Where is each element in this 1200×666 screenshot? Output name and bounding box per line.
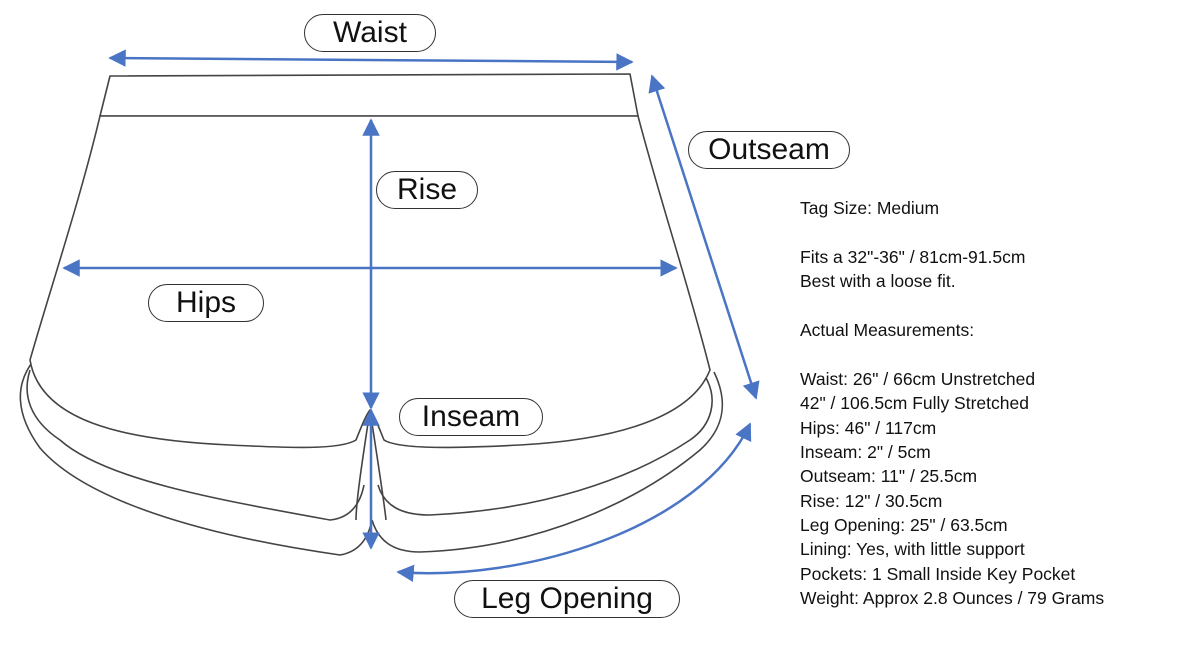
spec-list: Tag Size: Medium Fits a 32"-36" / 81cm-9… — [800, 196, 1190, 611]
measurement-arrows — [62, 49, 760, 582]
outseam-arrow — [648, 74, 760, 400]
spec-inseam: Inseam: 2" / 5cm — [800, 441, 931, 462]
waist-label: Waist — [304, 14, 436, 52]
outseam-label: Outseam — [688, 131, 850, 169]
inseam-label: Inseam — [399, 398, 543, 436]
spec-lining: Lining: Yes, with little support — [800, 539, 1025, 560]
spec-weight: Weight: Approx 2.8 Ounces / 79 Grams — [800, 588, 1105, 609]
spec-rise: Rise: 12" / 30.5cm — [800, 490, 943, 511]
waistband — [99, 73, 639, 117]
spec-hips: Hips: 46" / 117cm — [800, 417, 937, 438]
rise-label: Rise — [376, 171, 478, 209]
spacer — [800, 294, 1190, 318]
spacer — [800, 220, 1190, 244]
leg-opening-label: Leg Opening — [454, 580, 680, 618]
spec-leg-opening: Leg Opening: 25" / 63.5cm — [800, 515, 1008, 536]
waist-arrow — [108, 49, 634, 71]
actual-measurements-header: Actual Measurements: — [800, 319, 975, 340]
spec-outseam: Outseam: 11" / 25.5cm — [800, 466, 978, 487]
spec-waist-unstretched: Waist: 26" / 66cm Unstretched — [800, 368, 1036, 389]
fit-note: Best with a loose fit. — [800, 271, 956, 292]
hips-label: Hips — [148, 284, 264, 322]
leg-opening-arrow — [396, 422, 752, 582]
fits-range: Fits a 32"-36" / 81cm-91.5cm — [800, 246, 1026, 267]
spacer — [800, 342, 1190, 366]
spec-pockets: Pockets: 1 Small Inside Key Pocket — [800, 563, 1076, 584]
spec-waist-stretched: 42" / 106.5cm Fully Stretched — [800, 393, 1029, 414]
tag-size: Tag Size: Medium — [800, 198, 940, 218]
